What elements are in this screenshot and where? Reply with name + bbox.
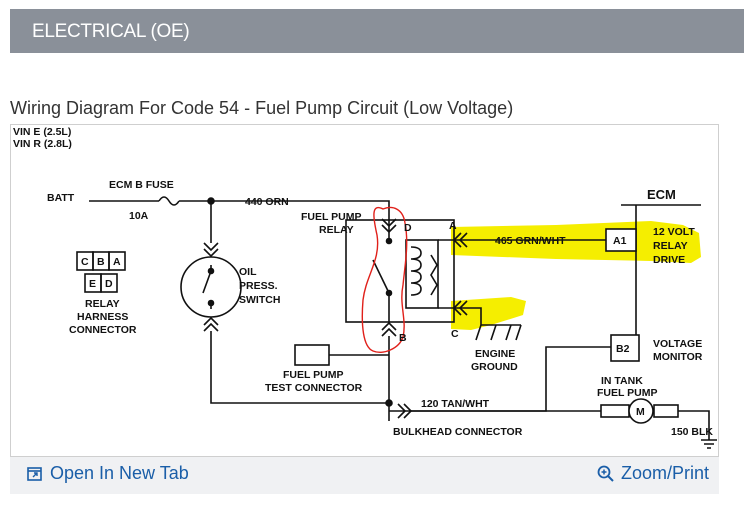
splice-bulkhead xyxy=(385,399,393,407)
red-annotation-loop xyxy=(361,206,408,353)
highlight-c-pin xyxy=(451,297,526,330)
pin-a-connector xyxy=(452,232,468,248)
open-in-new-tab-label: Open In New Tab xyxy=(50,463,189,483)
pump-left-block xyxy=(600,404,630,418)
label-motor: M xyxy=(636,406,645,418)
label-conn-b: B xyxy=(97,256,105,268)
label-wire-465: 465 GRN/WHT xyxy=(495,235,566,247)
open-new-tab-icon xyxy=(27,466,42,481)
label-pin-c: C xyxy=(451,328,459,340)
relay-switch-dot-top xyxy=(385,237,393,245)
pump-right-block xyxy=(653,404,679,418)
label-harness-3: CONNECTOR xyxy=(69,324,137,336)
label-relay-drive-2: RELAY xyxy=(653,240,688,252)
fuel-pump-test-connector xyxy=(294,344,330,366)
label-pin-a: A xyxy=(449,220,457,232)
label-ecm: ECM xyxy=(647,187,676,202)
harness-pin-a xyxy=(108,251,126,271)
label-test-conn-2: TEST CONNECTOR xyxy=(265,382,363,394)
label-conn-c: C xyxy=(81,256,89,268)
pump-ground-wire xyxy=(678,410,710,440)
fuel-pump-relay-box xyxy=(345,219,455,323)
label-wire-120: 120 TAN/WHT xyxy=(421,398,490,410)
label-relay-1: FUEL PUMP xyxy=(301,211,361,223)
label-in-tank-2: FUEL PUMP xyxy=(597,387,657,399)
label-ecm-a1: A1 xyxy=(613,235,627,247)
relay-coil-frame xyxy=(405,239,439,309)
diagram-frame: VIN E (2.5L) VIN R (2.8L) BATT ECM B FUS… xyxy=(10,124,719,457)
pin-c-line xyxy=(438,307,521,326)
zoom-in-icon xyxy=(597,465,614,482)
label-relay-drive-3: DRIVE xyxy=(653,254,685,266)
open-in-new-tab-link[interactable]: Open In New Tab xyxy=(26,463,189,484)
oil-switch-dot-bottom xyxy=(207,299,215,307)
relay-top-connector xyxy=(381,218,397,234)
oil-switch-dot-top xyxy=(207,267,215,275)
oil-switch-return xyxy=(210,331,389,404)
zoom-print-label: Zoom/Print xyxy=(620,463,709,483)
section-title: ELECTRICAL (OE) xyxy=(32,21,190,42)
harness-pin-d xyxy=(100,273,118,293)
fuel-pump-motor xyxy=(628,398,654,424)
label-in-tank-1: IN TANK xyxy=(601,375,643,387)
diagram-title: Wiring Diagram For Code 54 - Fuel Pump C… xyxy=(10,98,514,118)
label-relay-drive-1: 12 VOLT xyxy=(653,226,695,238)
label-engine-ground-2: GROUND xyxy=(471,361,518,373)
ecm-pin-b2 xyxy=(610,334,640,362)
label-voltage-monitor-1: VOLTAGE xyxy=(653,338,702,350)
label-harness-1: RELAY xyxy=(85,298,120,310)
label-relay-2: RELAY xyxy=(319,224,354,236)
wiring-diagram: VIN E (2.5L) VIN R (2.8L) BATT ECM B FUS… xyxy=(13,126,717,449)
relay-bottom-connector xyxy=(381,321,397,337)
zoom-print-link[interactable]: Zoom/Print xyxy=(597,463,709,484)
label-test-conn-1: FUEL PUMP xyxy=(283,369,343,381)
engine-ground-symbol xyxy=(475,324,522,341)
relay-coil xyxy=(410,246,422,296)
section-header: ELECTRICAL (OE) xyxy=(10,9,744,53)
label-conn-d: D xyxy=(105,278,113,290)
wire-440 xyxy=(179,200,390,225)
label-ecm-fuse: ECM B FUSE xyxy=(109,179,174,191)
oil-switch-bottom-connector xyxy=(203,316,219,332)
label-oil-switch-2: PRESS. xyxy=(239,280,278,292)
label-pin-b: B xyxy=(399,332,407,344)
label-vin-r: VIN R (2.8L) xyxy=(13,138,72,150)
relay-switch-contact xyxy=(372,259,390,294)
diagram-footer: Open In New Tab Zoom/Print xyxy=(10,457,719,494)
label-harness-2: HARNESS xyxy=(77,311,128,323)
label-batt: BATT xyxy=(47,192,75,204)
label-voltage-monitor-2: MONITOR xyxy=(653,351,703,363)
label-conn-a: A xyxy=(113,256,121,268)
label-vin-e: VIN E (2.5L) xyxy=(13,126,71,138)
oil-switch-top-connector xyxy=(203,242,219,258)
pump-ground-symbol xyxy=(701,439,717,449)
label-fuse-amp: 10A xyxy=(129,210,149,222)
label-oil-switch-3: SWITCH xyxy=(239,294,280,306)
pin-c-connector xyxy=(452,300,468,316)
label-engine-ground-1: ENGINE xyxy=(475,348,515,360)
fuse-symbol xyxy=(158,196,180,206)
label-oil-switch-1: OIL xyxy=(239,266,257,278)
label-pin-d: D xyxy=(404,222,412,234)
label-bulkhead: BULKHEAD CONNECTOR xyxy=(393,426,523,438)
label-ecm-b2: B2 xyxy=(616,343,630,355)
label-wire-440: 440 ORN xyxy=(245,196,289,208)
label-wire-150: 150 BLK xyxy=(671,426,713,438)
highlight-465-wire xyxy=(451,221,701,263)
label-conn-e: E xyxy=(89,278,96,290)
relay-diode xyxy=(430,254,438,296)
ecm-pin-a1 xyxy=(605,228,637,252)
